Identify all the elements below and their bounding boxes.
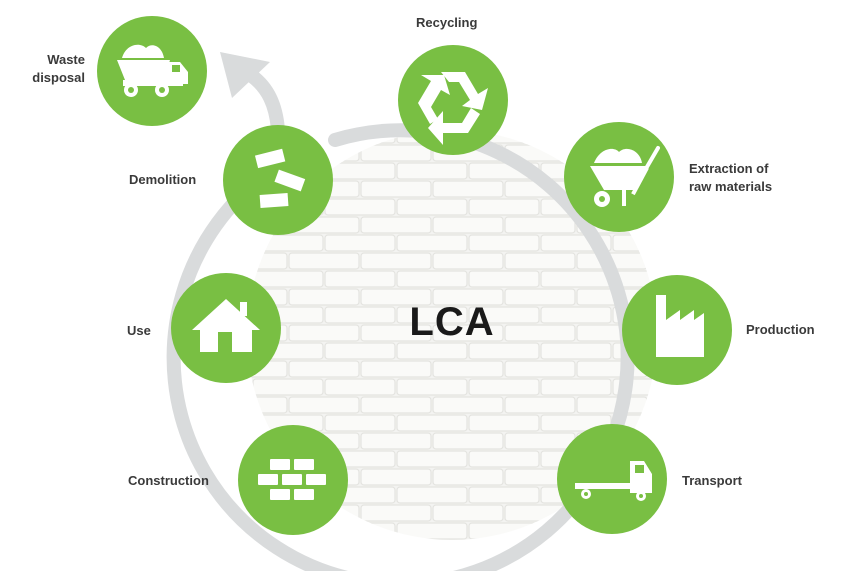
- node-recycling: [398, 45, 508, 155]
- factory-icon: [656, 295, 704, 357]
- bricks-icon: [258, 459, 326, 500]
- center-label: LCA: [409, 300, 495, 344]
- node-production: [622, 275, 732, 385]
- label-recycling: Recycling: [416, 15, 478, 30]
- label-use: Use: [127, 323, 151, 338]
- cycle-ring: [166, 123, 635, 576]
- waste-arrow-head: [220, 52, 270, 98]
- node-waste-disposal: [97, 16, 207, 126]
- label-production: Production: [746, 322, 815, 337]
- waste-arrow-shaft: [245, 69, 285, 137]
- dump-truck-icon: [117, 44, 188, 97]
- label-construction: Construction: [128, 473, 209, 488]
- node-use: [171, 273, 281, 383]
- house-icon: [192, 299, 260, 352]
- label-demolition: Demolition: [129, 172, 197, 187]
- label-waste-disposal: Waste disposal: [32, 52, 85, 85]
- wheelbarrow-icon: [590, 146, 660, 207]
- brick-wall-background: [247, 130, 657, 540]
- node-construction: [238, 425, 348, 535]
- node-extraction: [564, 122, 674, 232]
- truck-icon: [575, 461, 652, 501]
- node-demolition: [223, 125, 333, 235]
- label-transport: Transport: [682, 473, 742, 488]
- label-extraction: Extraction of raw materials: [689, 161, 773, 194]
- broken-bricks-icon: [254, 148, 306, 208]
- node-transport: [557, 424, 667, 534]
- recycle-icon: [418, 72, 488, 145]
